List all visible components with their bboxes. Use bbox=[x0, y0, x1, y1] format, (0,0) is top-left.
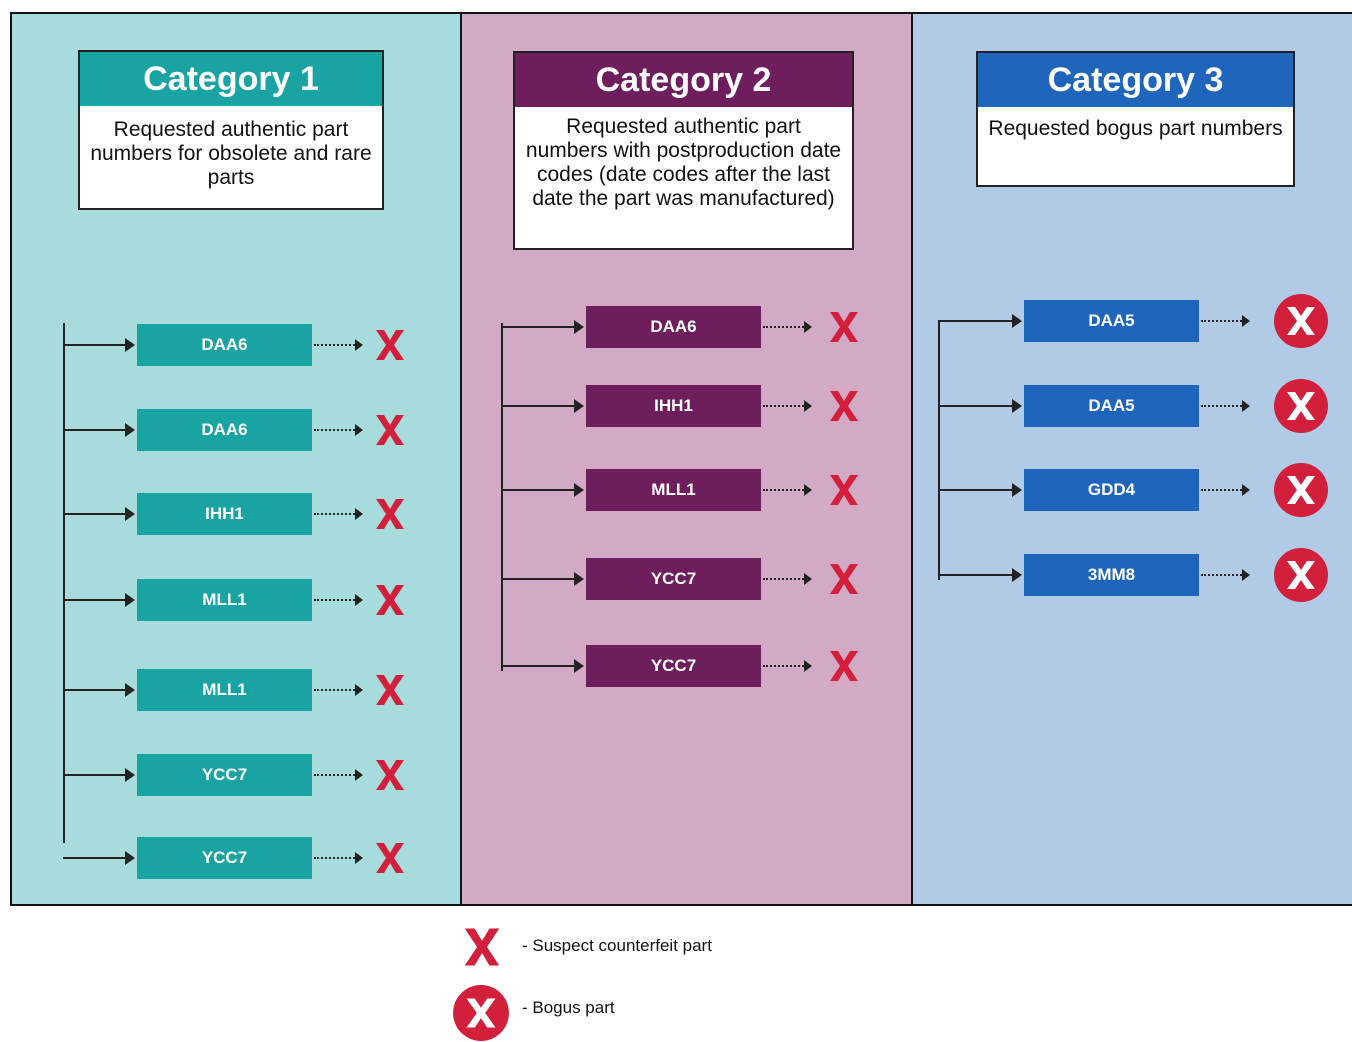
part-number-box: 3MM8 bbox=[1024, 554, 1199, 596]
dotted-arrow bbox=[1201, 315, 1250, 327]
legend-suspect-label: - Suspect counterfeit part bbox=[522, 936, 712, 955]
connector-arrow bbox=[501, 399, 584, 413]
connector-arrow bbox=[938, 399, 1022, 413]
connector-arrow bbox=[501, 572, 584, 586]
category-1-rail bbox=[63, 323, 65, 843]
part-number-box: MLL1 bbox=[137, 579, 312, 621]
part-number-box: DAA5 bbox=[1024, 385, 1199, 427]
part-number-box: DAA5 bbox=[1024, 300, 1199, 342]
category-1-description: Requested authentic part numbers for obs… bbox=[90, 118, 372, 189]
category-2-panel: Category 2 Requested authentic part numb… bbox=[461, 12, 912, 906]
part-number-box: GDD4 bbox=[1024, 469, 1199, 511]
x-mark-icon bbox=[376, 330, 404, 360]
dotted-arrow bbox=[1201, 569, 1250, 581]
part-number-box: DAA6 bbox=[586, 306, 761, 348]
x-mark-icon bbox=[830, 564, 858, 594]
category-3-rail bbox=[938, 322, 940, 580]
category-2-title: Category 2 bbox=[515, 53, 852, 107]
x-mark-icon bbox=[830, 391, 858, 421]
dotted-arrow bbox=[763, 400, 812, 412]
part-number-box: DAA6 bbox=[137, 324, 312, 366]
x-mark-icon bbox=[376, 585, 404, 615]
connector-arrow bbox=[501, 483, 584, 497]
category-3-panel: Category 3 Requested bogus part numbers … bbox=[912, 12, 1352, 906]
legend-x-mark-icon bbox=[464, 928, 500, 966]
category-2-description: Requested authentic part numbers with po… bbox=[525, 115, 842, 210]
dotted-arrow bbox=[1201, 484, 1250, 496]
dotted-arrow bbox=[763, 321, 812, 333]
circle-x-icon bbox=[1274, 548, 1328, 602]
x-mark-icon bbox=[376, 499, 404, 529]
part-number-box: YCC7 bbox=[586, 645, 761, 687]
part-number-box: IHH1 bbox=[586, 385, 761, 427]
category-1-box: Category 1 Requested authentic part numb… bbox=[78, 50, 384, 210]
connector-arrow bbox=[938, 483, 1022, 497]
dotted-arrow bbox=[314, 508, 363, 520]
category-3-box: Category 3 Requested bogus part numbers bbox=[976, 51, 1295, 187]
x-mark-icon bbox=[376, 843, 404, 873]
category-2-box: Category 2 Requested authentic part numb… bbox=[513, 51, 854, 250]
part-number-box: YCC7 bbox=[137, 837, 312, 879]
dotted-arrow bbox=[314, 339, 363, 351]
connector-arrow bbox=[938, 314, 1022, 328]
x-mark-icon bbox=[830, 475, 858, 505]
part-number-box: DAA6 bbox=[137, 409, 312, 451]
connector-arrow bbox=[501, 659, 584, 673]
circle-x-icon bbox=[1274, 379, 1328, 433]
connector-arrow bbox=[63, 423, 135, 437]
connector-arrow bbox=[63, 683, 135, 697]
connector-arrow bbox=[63, 338, 135, 352]
connector-arrow bbox=[63, 593, 135, 607]
part-number-box: YCC7 bbox=[586, 558, 761, 600]
connector-arrow bbox=[938, 568, 1022, 582]
connector-arrow bbox=[63, 507, 135, 521]
x-mark-icon bbox=[376, 415, 404, 445]
dotted-arrow bbox=[314, 852, 363, 864]
part-number-box: MLL1 bbox=[586, 469, 761, 511]
x-mark-icon bbox=[376, 760, 404, 790]
part-number-box: IHH1 bbox=[137, 493, 312, 535]
x-mark-icon bbox=[376, 675, 404, 705]
dotted-arrow bbox=[314, 769, 363, 781]
legend-circle-x-icon bbox=[453, 985, 509, 1041]
legend-bogus-label: - Bogus part bbox=[522, 998, 615, 1017]
category-3-title: Category 3 bbox=[978, 53, 1293, 107]
circle-x-icon bbox=[1274, 294, 1328, 348]
dotted-arrow bbox=[763, 573, 812, 585]
category-1-panel: Category 1 Requested authentic part numb… bbox=[10, 12, 461, 906]
connector-arrow bbox=[501, 320, 584, 334]
x-mark-icon bbox=[830, 651, 858, 681]
dotted-arrow bbox=[314, 684, 363, 696]
dotted-arrow bbox=[1201, 400, 1250, 412]
part-number-box: MLL1 bbox=[137, 669, 312, 711]
dotted-arrow bbox=[314, 424, 363, 436]
dotted-arrow bbox=[314, 594, 363, 606]
connector-arrow bbox=[63, 768, 135, 782]
circle-x-icon bbox=[1274, 463, 1328, 517]
dotted-arrow bbox=[763, 484, 812, 496]
connector-arrow bbox=[63, 851, 135, 865]
category-1-title: Category 1 bbox=[80, 52, 382, 106]
dotted-arrow bbox=[763, 660, 812, 672]
x-mark-icon bbox=[830, 312, 858, 342]
part-number-box: YCC7 bbox=[137, 754, 312, 796]
category-3-description: Requested bogus part numbers bbox=[988, 117, 1283, 140]
category-2-rail bbox=[501, 323, 503, 671]
